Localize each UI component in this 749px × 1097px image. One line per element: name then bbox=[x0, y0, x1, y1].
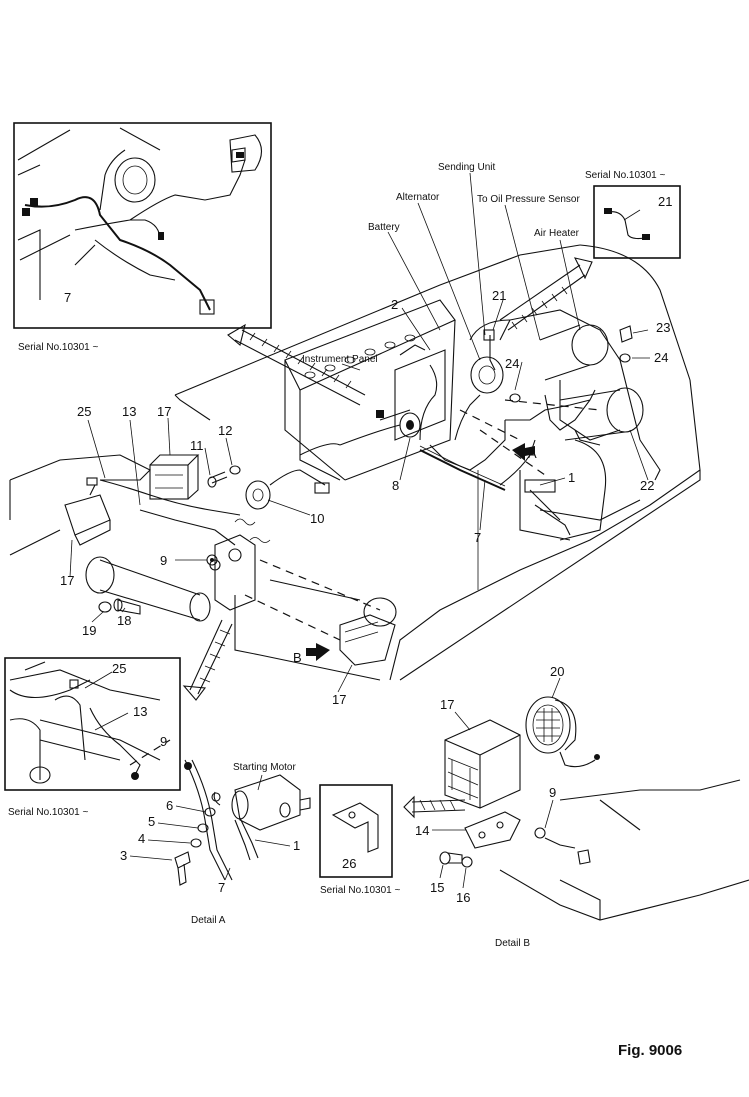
svg-text:22: 22 bbox=[640, 478, 654, 493]
svg-text:17: 17 bbox=[332, 692, 346, 707]
label-detail-b: Detail B bbox=[495, 938, 530, 949]
label-alternator: Alternator bbox=[396, 192, 440, 203]
svg-text:17: 17 bbox=[157, 404, 171, 419]
svg-text:19: 19 bbox=[82, 623, 96, 638]
svg-text:25: 25 bbox=[77, 404, 91, 419]
svg-text:6: 6 bbox=[166, 798, 173, 813]
figure-number: Fig. 9006 bbox=[618, 1042, 682, 1059]
svg-text:26: 26 bbox=[342, 856, 356, 871]
harness-main bbox=[86, 319, 601, 546]
svg-text:11: 11 bbox=[190, 438, 204, 453]
part-9-inset: 9 bbox=[160, 734, 167, 749]
svg-text:24: 24 bbox=[654, 350, 668, 365]
svg-text:5: 5 bbox=[148, 814, 155, 829]
svg-text:14: 14 bbox=[415, 823, 429, 838]
serial-mid-left: Serial No.10301 ~ bbox=[8, 807, 88, 818]
svg-text:4: 4 bbox=[138, 831, 145, 846]
label-air-heater: Air Heater bbox=[534, 228, 580, 239]
dashed-leaders bbox=[244, 399, 601, 641]
inset-top-left: 7 bbox=[13, 122, 272, 329]
view-arrow-a: A bbox=[512, 443, 537, 461]
svg-text:A: A bbox=[528, 446, 537, 461]
svg-text:21: 21 bbox=[492, 288, 506, 303]
svg-text:9: 9 bbox=[160, 553, 167, 568]
svg-text:16: 16 bbox=[456, 890, 470, 905]
svg-text:B: B bbox=[293, 650, 302, 665]
label-battery: Battery bbox=[368, 222, 400, 233]
fasteners-main bbox=[98, 325, 633, 615]
svg-text:24: 24 bbox=[505, 356, 519, 371]
svg-text:12: 12 bbox=[218, 423, 232, 438]
hatched-arrow-right bbox=[499, 257, 593, 331]
svg-text:1: 1 bbox=[568, 470, 575, 485]
svg-text:3: 3 bbox=[120, 848, 127, 863]
svg-text:7: 7 bbox=[218, 880, 225, 895]
svg-text:20: 20 bbox=[550, 664, 564, 679]
hatched-arrow-bottom bbox=[182, 619, 233, 701]
svg-text:18: 18 bbox=[117, 613, 131, 628]
part-21-inset: 21 bbox=[658, 194, 672, 209]
serial-top-left: Serial No.10301 ~ bbox=[18, 342, 98, 353]
inset-mid-left: 25 13 9 bbox=[4, 657, 181, 791]
label-leaders bbox=[69, 172, 650, 693]
svg-text:13: 13 bbox=[122, 404, 136, 419]
detail-b: 26 Serial No.10301 ~ 20 17 14 9 bbox=[319, 664, 749, 949]
svg-text:10: 10 bbox=[310, 511, 324, 526]
svg-text:1: 1 bbox=[293, 838, 300, 853]
machine-body bbox=[9, 244, 701, 681]
svg-text:17: 17 bbox=[60, 573, 74, 588]
svg-text:2: 2 bbox=[391, 297, 398, 312]
svg-text:9: 9 bbox=[549, 785, 556, 800]
part-13-inset: 13 bbox=[133, 704, 147, 719]
label-instrument-panel: Instrument Panel bbox=[302, 354, 378, 365]
part-7-inset: 7 bbox=[64, 290, 71, 305]
svg-text:8: 8 bbox=[392, 478, 399, 493]
label-sending-unit: Sending Unit bbox=[438, 162, 495, 173]
inset-top-right: 21 bbox=[593, 185, 681, 259]
svg-text:23: 23 bbox=[656, 320, 670, 335]
serial-detail-b: Serial No.10301 ~ bbox=[320, 885, 400, 896]
label-oil-pressure: To Oil Pressure Sensor bbox=[477, 194, 580, 205]
hatched-arrow-top bbox=[227, 323, 366, 406]
svg-text:15: 15 bbox=[430, 880, 444, 895]
detail-a: Starting Motor 6 5 4 3 1 7 Detail A bbox=[120, 759, 311, 926]
label-detail-a: Detail A bbox=[191, 915, 226, 926]
serial-top-right: Serial No.10301 ~ bbox=[585, 170, 665, 181]
part-25-inset: 25 bbox=[112, 661, 126, 676]
svg-text:17: 17 bbox=[440, 697, 454, 712]
view-arrow-b: B bbox=[293, 643, 330, 665]
svg-text:7: 7 bbox=[474, 530, 481, 545]
label-starting-motor: Starting Motor bbox=[233, 762, 296, 773]
